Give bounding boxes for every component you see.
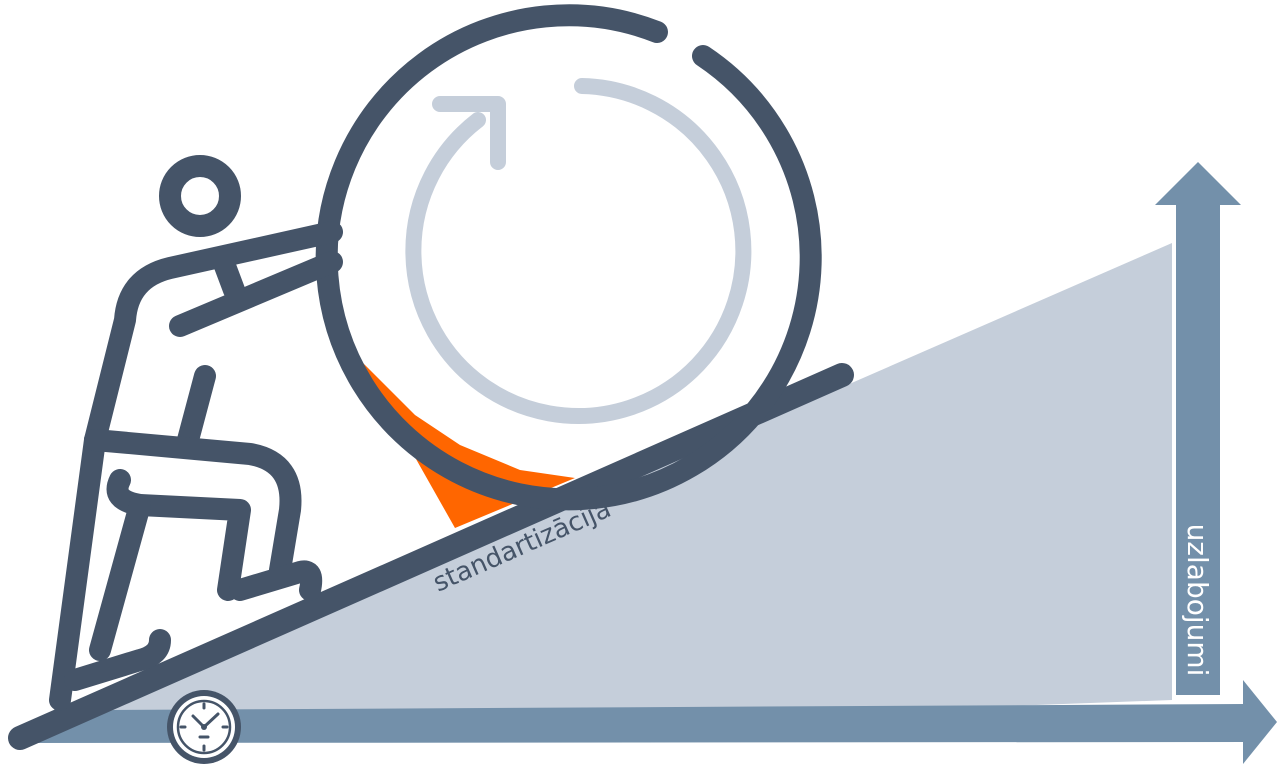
vertical-axis-label: uzlabojumi [1181, 524, 1214, 677]
clock-icon [167, 690, 241, 764]
cycle-arrow-icon [413, 86, 743, 416]
